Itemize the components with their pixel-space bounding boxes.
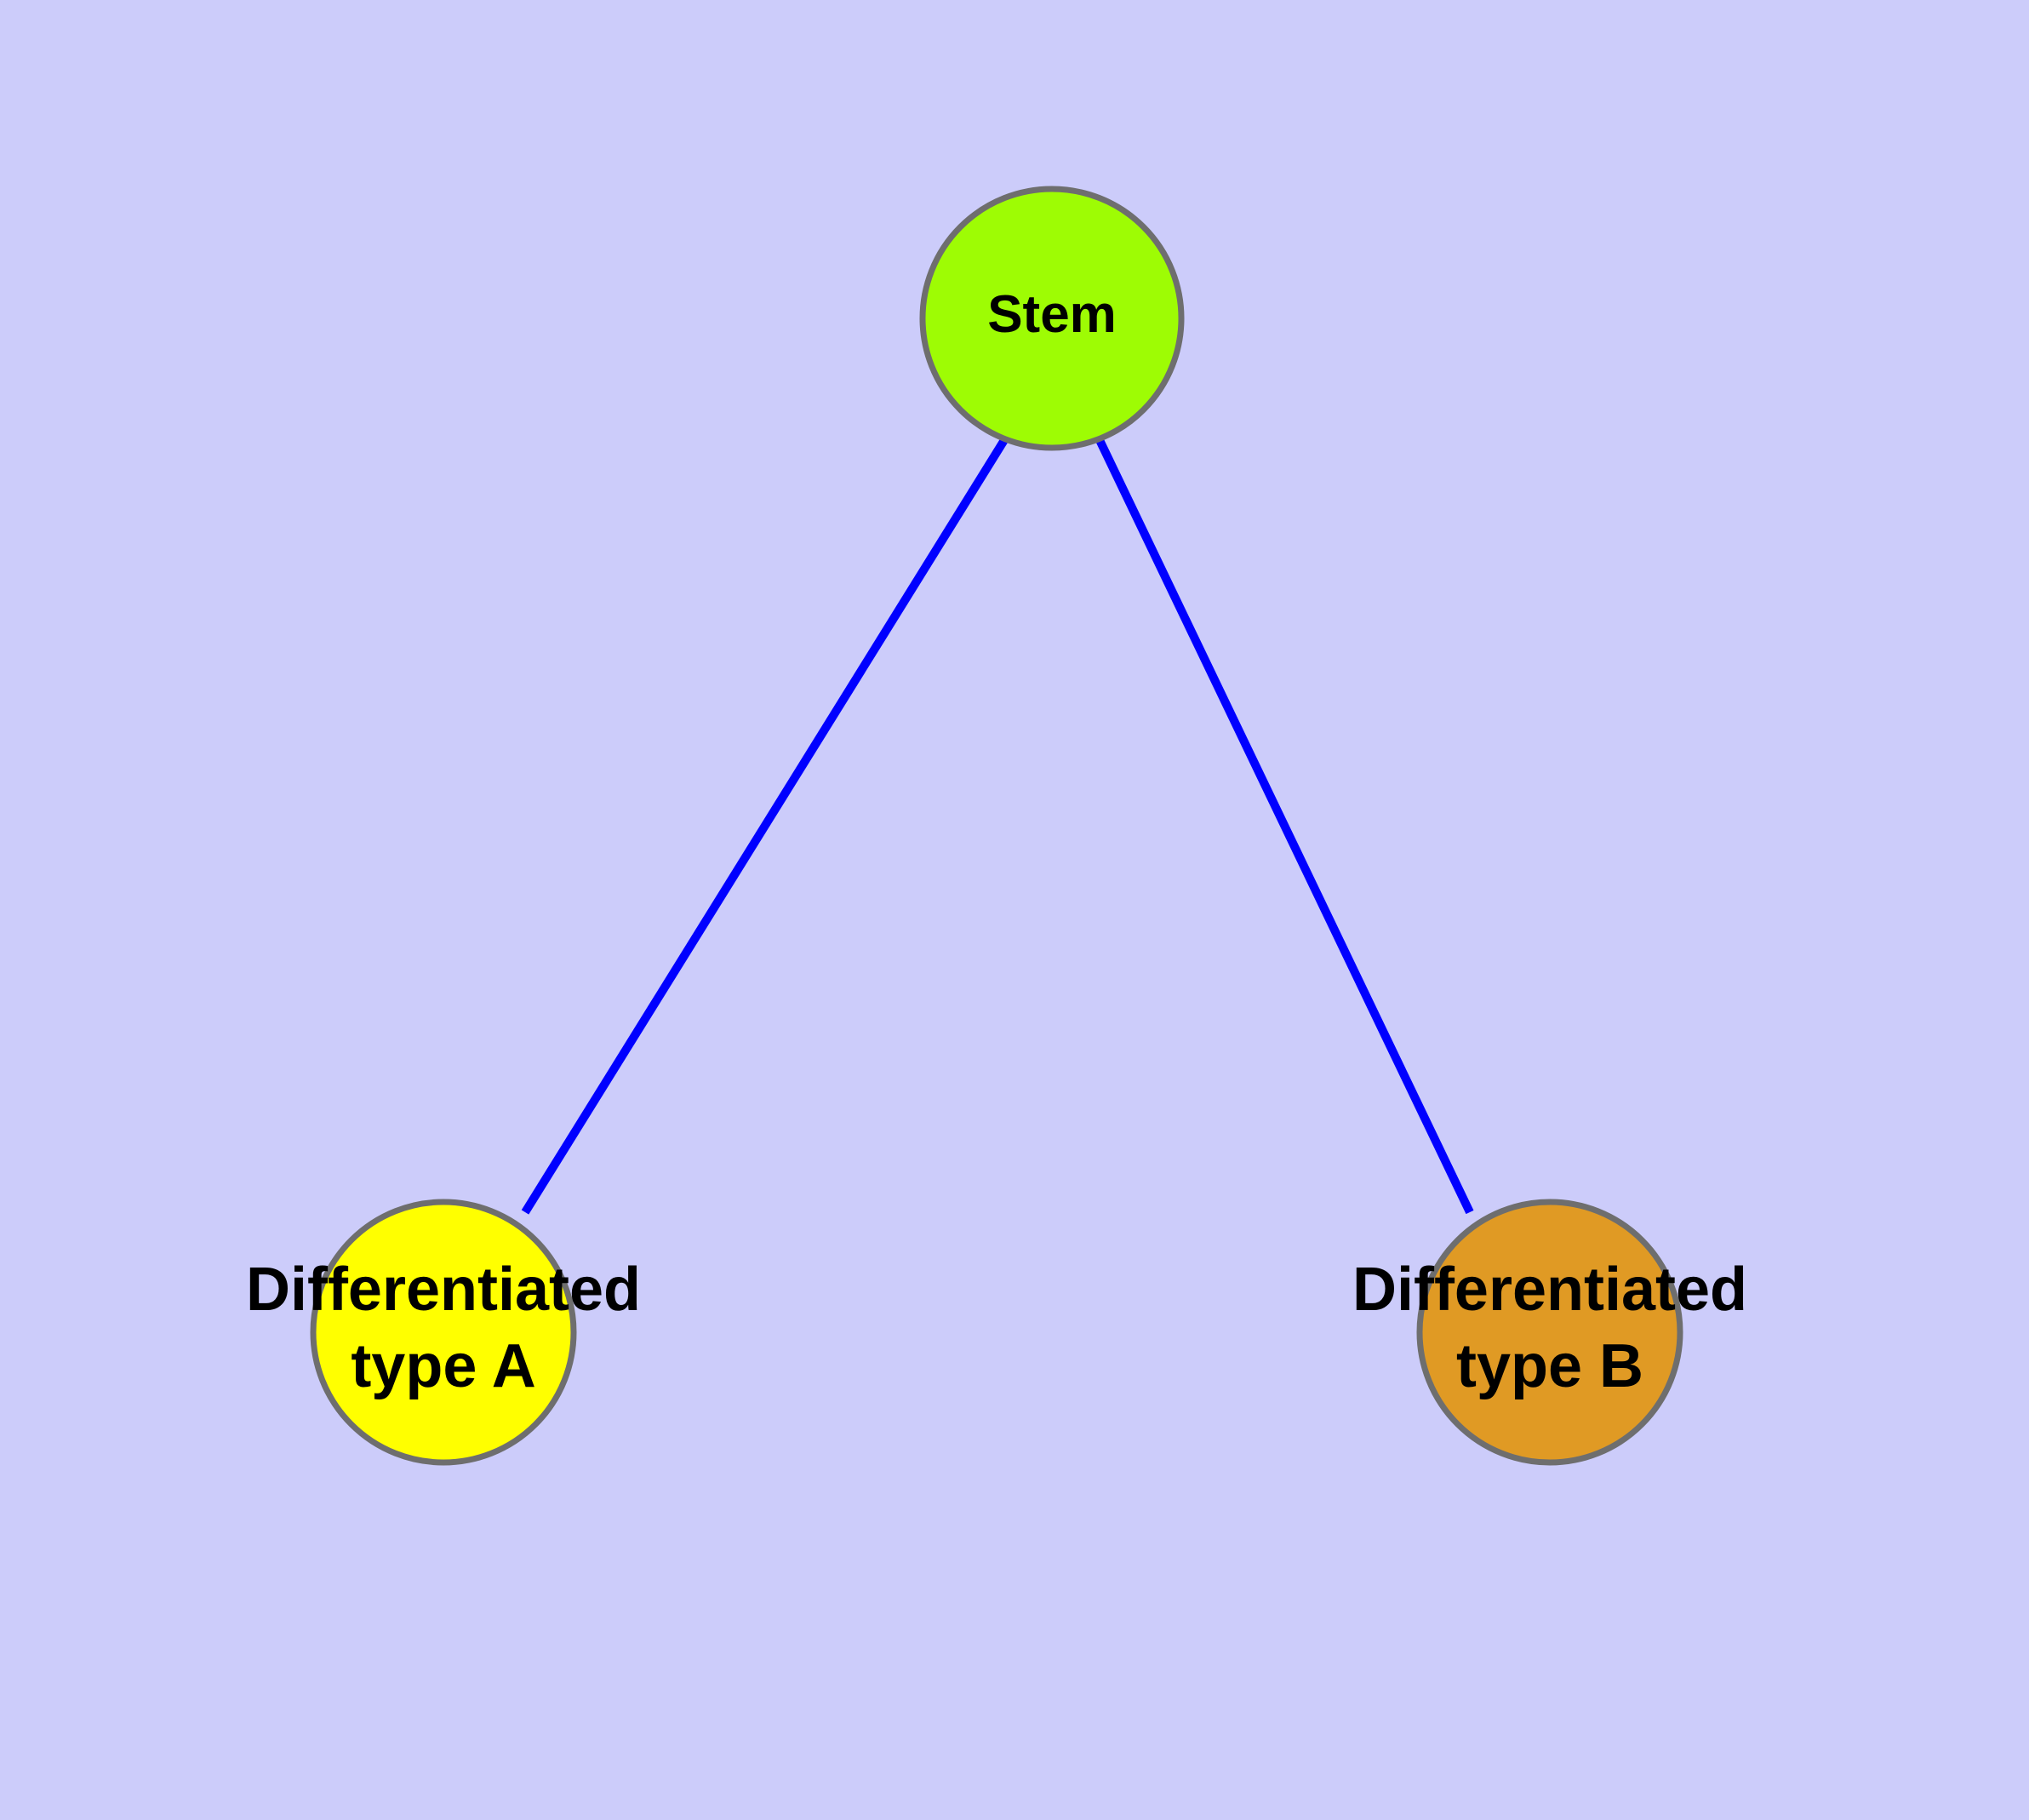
edge-stem-to-diff_b[interactable] <box>1095 438 1474 1215</box>
node-label-line: type A <box>351 1332 535 1400</box>
node-diff_b[interactable] <box>1416 1199 1683 1466</box>
node-label-diff_a: Differentiated type A <box>246 1256 641 1400</box>
node-label-stem: Stem <box>987 285 1117 344</box>
node-label-line: type B <box>1456 1332 1643 1400</box>
edge-stem-to-diff_a[interactable] <box>521 438 1009 1215</box>
node-label-line: Differentiated <box>1352 1256 1747 1324</box>
node-label-line: Differentiated <box>246 1256 641 1324</box>
nodes-layer <box>310 186 1683 1466</box>
node-label-line: Stem <box>987 285 1117 344</box>
node-label-diff_b: Differentiated type B <box>1352 1256 1747 1400</box>
node-stem[interactable] <box>919 186 1185 451</box>
node-diff_a[interactable] <box>310 1199 577 1466</box>
edges-layer <box>521 438 1474 1215</box>
